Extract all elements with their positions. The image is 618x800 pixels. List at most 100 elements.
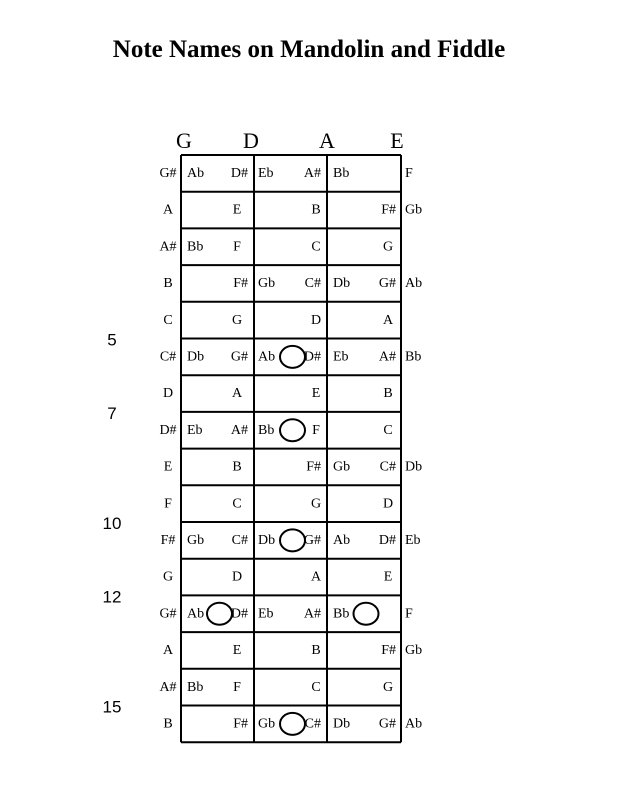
note-label: E bbox=[312, 386, 321, 401]
note-label: F# bbox=[161, 533, 176, 548]
note-label: Db bbox=[187, 350, 204, 365]
note-label: Eb bbox=[405, 533, 421, 548]
note-label: F bbox=[233, 239, 241, 254]
fretboard-grid bbox=[180, 154, 402, 744]
note-label: F# bbox=[233, 276, 248, 291]
note-label: B bbox=[163, 276, 172, 291]
note-label: C# bbox=[305, 276, 321, 291]
note-label: Ab bbox=[405, 717, 422, 732]
note-label: G# bbox=[231, 350, 248, 365]
note-label: B bbox=[383, 386, 392, 401]
note-label: Eb bbox=[258, 606, 274, 621]
note-label: G# bbox=[159, 606, 176, 621]
note-label: G bbox=[232, 313, 242, 328]
note-label: F bbox=[312, 423, 320, 438]
string-label-e: E bbox=[390, 128, 403, 153]
note-label: C bbox=[232, 496, 241, 511]
note-label: G# bbox=[304, 533, 321, 548]
string-label-d: D bbox=[243, 128, 259, 153]
note-label: G# bbox=[379, 276, 396, 291]
note-label: E bbox=[164, 460, 173, 475]
note-label: A# bbox=[159, 239, 176, 254]
note-label: E bbox=[233, 643, 242, 658]
note-label: Ab bbox=[187, 606, 204, 621]
note-label: Ab bbox=[405, 276, 422, 291]
note-label: F# bbox=[306, 460, 321, 475]
note-label: D# bbox=[159, 423, 176, 438]
note-label: Bb bbox=[333, 166, 349, 181]
note-label: Eb bbox=[333, 350, 349, 365]
note-label: F bbox=[405, 606, 413, 621]
note-label: F# bbox=[381, 643, 396, 658]
note-label: C# bbox=[380, 460, 396, 475]
note-label: A bbox=[163, 643, 174, 658]
note-label: Db bbox=[258, 533, 275, 548]
note-label: F bbox=[233, 680, 241, 695]
note-label: A# bbox=[304, 606, 321, 621]
note-label: A# bbox=[304, 166, 321, 181]
note-label: C# bbox=[232, 533, 248, 548]
note-label: C bbox=[383, 423, 392, 438]
note-label: Gb bbox=[258, 717, 275, 732]
note-label: C bbox=[311, 680, 320, 695]
note-label: G bbox=[163, 570, 173, 585]
note-label: Bb bbox=[333, 606, 349, 621]
position-markers bbox=[206, 344, 380, 736]
note-label: A# bbox=[379, 350, 396, 365]
fret-number: 10 bbox=[103, 514, 122, 533]
note-label: Db bbox=[333, 276, 350, 291]
note-label: Db bbox=[405, 460, 422, 475]
note-label: C bbox=[163, 313, 172, 328]
note-label: A bbox=[232, 386, 243, 401]
note-label: Bb bbox=[187, 680, 203, 695]
note-label: B bbox=[311, 203, 320, 218]
fret-marker-circle bbox=[352, 601, 380, 626]
fret-marker-circle bbox=[279, 711, 306, 736]
note-label: Bb bbox=[258, 423, 274, 438]
note-label: A bbox=[311, 570, 322, 585]
fret-marker-circle bbox=[279, 528, 306, 553]
note-label: E bbox=[384, 570, 393, 585]
note-label: G bbox=[383, 680, 393, 695]
note-label: Gb bbox=[405, 203, 422, 218]
note-label: D# bbox=[231, 606, 248, 621]
page-title: Note Names on Mandolin and Fiddle bbox=[112, 36, 506, 63]
note-label: Ab bbox=[333, 533, 350, 548]
note-label: C# bbox=[160, 350, 176, 365]
note-label: Ab bbox=[187, 166, 204, 181]
note-label: A# bbox=[231, 423, 248, 438]
note-label: A# bbox=[159, 680, 176, 695]
fret-number: 5 bbox=[107, 331, 116, 350]
note-label: B bbox=[311, 643, 320, 658]
note-label: D# bbox=[304, 350, 321, 365]
note-label: G# bbox=[379, 717, 396, 732]
note-label: Db bbox=[333, 717, 350, 732]
note-label: Eb bbox=[258, 166, 274, 181]
note-label: G bbox=[383, 239, 393, 254]
note-label: G# bbox=[159, 166, 176, 181]
string-label-a: A bbox=[319, 128, 335, 153]
note-label: F bbox=[164, 496, 172, 511]
fret-marker-circle bbox=[279, 344, 306, 369]
note-label: A bbox=[163, 203, 174, 218]
note-label: B bbox=[232, 460, 241, 475]
note-label: D# bbox=[379, 533, 396, 548]
note-label: D bbox=[232, 570, 242, 585]
note-label: F bbox=[405, 166, 413, 181]
note-label: Gb bbox=[187, 533, 204, 548]
note-label: G bbox=[311, 496, 321, 511]
note-label: Gb bbox=[333, 460, 350, 475]
fret-marker-circle bbox=[206, 601, 233, 626]
fret-marker-circle bbox=[279, 418, 306, 443]
string-label-g: G bbox=[176, 128, 192, 153]
note-label: C# bbox=[305, 717, 321, 732]
note-label: B bbox=[163, 717, 172, 732]
note-label: E bbox=[233, 203, 242, 218]
note-label: Eb bbox=[187, 423, 203, 438]
fret-number: 7 bbox=[107, 404, 116, 423]
note-label: D bbox=[163, 386, 173, 401]
